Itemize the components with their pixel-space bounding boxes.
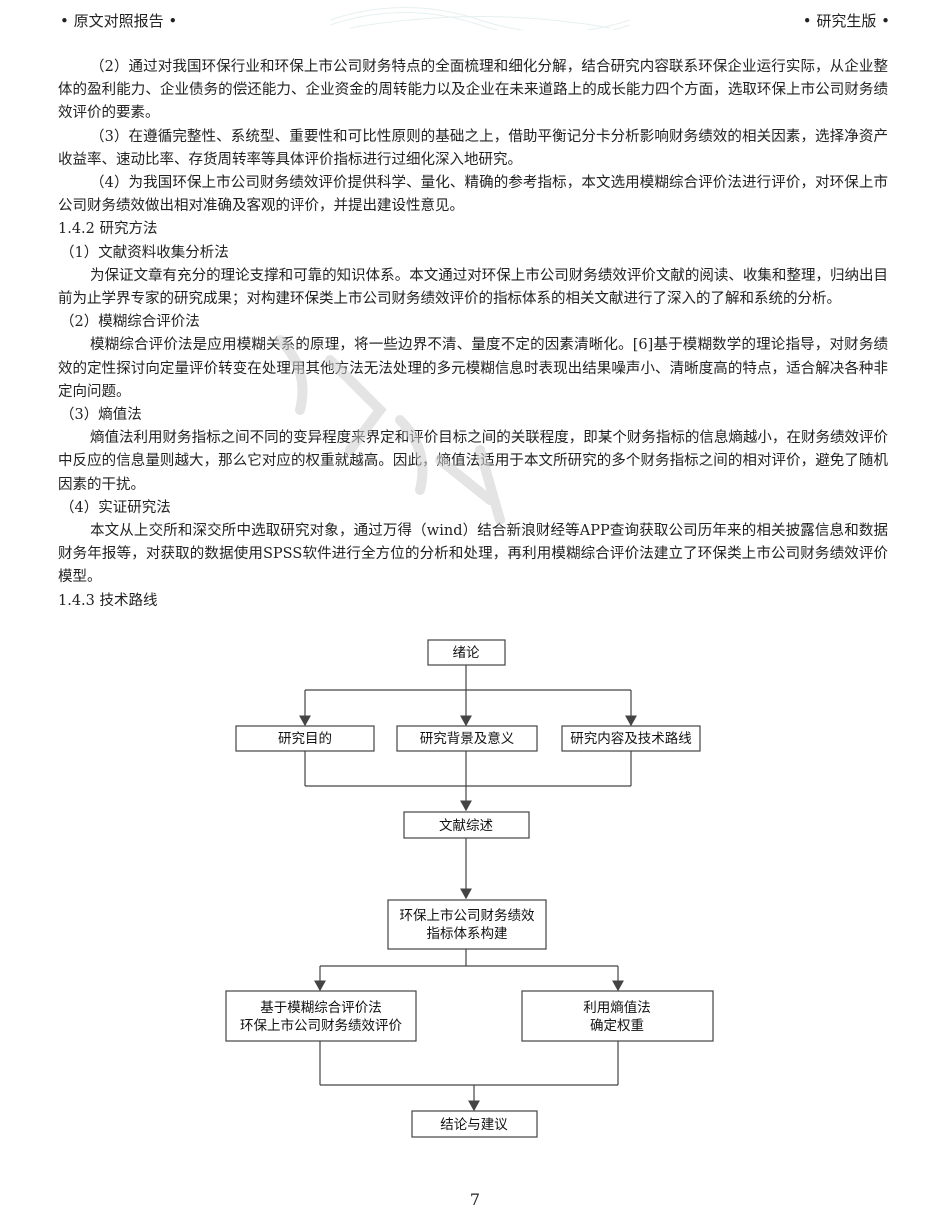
node-review-label: 文献综述 bbox=[439, 818, 493, 834]
section-heading: 1.4.3 技术路线 bbox=[58, 592, 158, 609]
method-title: （2）模糊综合评价法 bbox=[60, 314, 200, 331]
node-entropy-label-line1: 利用熵值法 bbox=[583, 1000, 651, 1016]
node-entropy-label-line2: 确定权重 bbox=[590, 1017, 644, 1034]
technical-roadmap-flowchart: 绪论 研究目的 研究背景及意义 研究内容及技术路线 文献综述 环保上市公司财务绩… bbox=[0, 630, 950, 1160]
body-text: （2）通过对我国环保行业和环保上市公司财务特点的全面梳理和细化分解，结合研究内容… bbox=[58, 56, 888, 613]
node-index-system bbox=[387, 899, 547, 950]
paragraph: 本文从上交所和深交所中选取研究对象，通过万得（wind）结合新浪财经等APP查询… bbox=[58, 523, 888, 586]
header-ornament bbox=[330, 7, 630, 30]
node-background-label: 研究背景及意义 bbox=[420, 730, 515, 747]
method-title: （3）熵值法 bbox=[60, 407, 142, 424]
node-content bbox=[561, 725, 701, 752]
header-left-label: • 原文对照报告 • bbox=[60, 12, 178, 30]
method-title: （1）文献资料收集分析法 bbox=[60, 244, 229, 261]
method-title: （4）实证研究法 bbox=[60, 499, 171, 516]
paragraph: 为保证文章有充分的理论支撑和可靠的知识体系。本文通过对环保上市公司财务绩效评价文… bbox=[58, 267, 888, 308]
node-intro bbox=[427, 639, 506, 666]
page-header: • 原文对照报告 • • 研究生版 • bbox=[60, 8, 890, 32]
node-entropy bbox=[521, 990, 714, 1042]
node-purpose bbox=[235, 725, 375, 752]
node-fuzzy-label-line2: 环保上市公司财务绩效评价 bbox=[240, 1017, 402, 1034]
node-fuzzy-evaluation bbox=[225, 990, 417, 1042]
node-purpose-label: 研究目的 bbox=[278, 731, 332, 747]
paragraph: （3）在遵循完整性、系统型、重要性和可比性原则的基础之上，借助平衡记分卡分析影响… bbox=[58, 128, 888, 168]
node-intro-label: 绪论 bbox=[453, 645, 480, 661]
node-review bbox=[403, 811, 530, 839]
node-conclusion bbox=[411, 1110, 538, 1138]
node-fuzzy-label-line1: 基于模糊综合评价法 bbox=[260, 999, 382, 1016]
node-index-label-line2: 指标体系构建 bbox=[427, 926, 508, 942]
header-right-label: • 研究生版 • bbox=[802, 12, 890, 30]
page-number: 7 bbox=[469, 1190, 481, 1209]
paragraph: （2）通过对我国环保行业和环保上市公司财务特点的全面梳理和细化分解，结合研究内容… bbox=[58, 59, 888, 122]
node-index-label-line1: 环保上市公司财务绩效 bbox=[400, 907, 535, 924]
node-background bbox=[396, 725, 538, 752]
paragraph: 熵值法利用财务指标之间不同的变异程度来界定和评价目标之间的关联程度，即某个财务指… bbox=[58, 430, 888, 493]
node-conclusion-label: 结论与建议 bbox=[440, 1117, 508, 1133]
paragraph: （4）为我国环保上市公司财务绩效评价提供科学、量化、精确的参考指标，本文选用模糊… bbox=[58, 175, 888, 215]
section-heading: 1.4.2 研究方法 bbox=[58, 221, 158, 238]
node-content-label: 研究内容及技术路线 bbox=[570, 730, 692, 747]
paragraph: 模糊综合评价法是应用模糊关系的原理，将一些边界不清、量度不定的因素清晰化。[6]… bbox=[58, 337, 888, 400]
